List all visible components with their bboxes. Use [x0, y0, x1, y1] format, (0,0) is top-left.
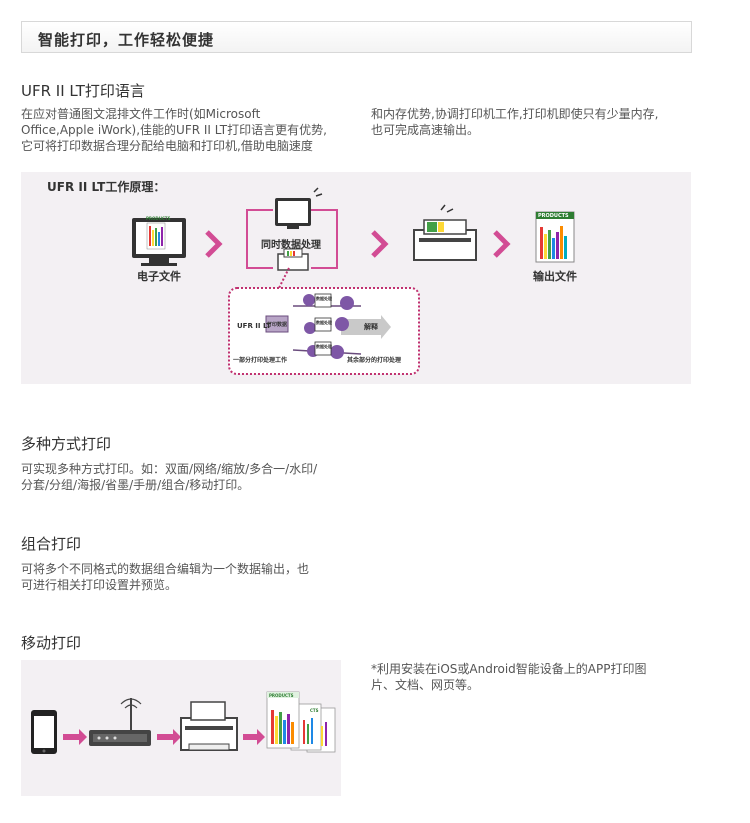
arrow-right-icon — [63, 729, 87, 745]
page-title: 智能打印，工作轻松便捷 — [38, 31, 215, 49]
ufr-line-3: 它可将打印数据合理分配给电脑和打印机,借助电脑速度 — [21, 139, 313, 153]
print-data-label: 打印数据 — [267, 322, 288, 328]
printer-icon — [180, 701, 238, 751]
decode-label: 解释 — [364, 323, 378, 331]
ufr-line-1: 在应对普通图文混排文件工作时(如Microsoft — [21, 107, 261, 121]
combo-line-2: 可进行相关打印设置并预览。 — [21, 578, 178, 592]
chevron-right-icon — [493, 230, 511, 258]
combo-line-1: 可将多个不同格式的数据组合编辑为一个数据输出，也 — [21, 562, 310, 576]
mobile-diagram: PRODUCTS CTS — [21, 660, 341, 796]
printer-icon — [413, 204, 477, 261]
ufr-diagram-graphics — [132, 187, 575, 375]
part-work-label: 一部分打印处理工作 — [233, 357, 288, 364]
computer-monitor-icon — [132, 218, 186, 266]
arrow-right-icon — [243, 729, 265, 745]
mobile-print-note: *利用安装在iOS或Android智能设备上的APP打印图 片、文档、网页等。 — [371, 661, 701, 693]
combo-print-title: 组合打印 — [21, 535, 82, 553]
printed-documents-icon — [266, 691, 336, 753]
smartphone-icon — [31, 710, 57, 754]
processing-label-3: 数据处理 — [316, 344, 332, 349]
chevron-right-icon — [371, 230, 389, 258]
rest-work-label: 其余部分的打印处理 — [347, 357, 402, 364]
mobile-print-title: 移动打印 — [21, 634, 82, 652]
arrow-right-icon — [157, 729, 181, 745]
header-bar — [21, 21, 692, 53]
ufr-line-4: 和内存优势,协调打印机工作,打印机即使只有少量内存, — [371, 107, 659, 121]
products-label-output: PRODUCTS — [538, 213, 569, 219]
wifi-router-icon — [89, 698, 151, 746]
processing-monitor-icon — [275, 187, 323, 229]
ufr-line-5: 也可完成高速输出。 — [371, 123, 480, 137]
output-file-label: 输出文件 — [533, 270, 577, 283]
simultaneous-processing-label: 同时数据处理 — [261, 240, 321, 251]
multi-line-2: 分套/分组/海报/省墨/手册/组合/移动打印。 — [21, 478, 250, 492]
chevron-right-icon — [205, 230, 223, 258]
ufr-diagram: UFR II LT工作原理： 电子文件 同时数据处理 输出文件 PRODUCTS… — [21, 172, 691, 384]
mobile-line-1: *利用安装在iOS或Android智能设备上的APP打印图 — [371, 662, 647, 676]
products-label-small: PRODUCTS — [146, 216, 171, 221]
ufr-description-left: 在应对普通图文混排文件工作时(如Microsoft Office,Apple i… — [21, 106, 361, 154]
small-printer-icon — [277, 248, 309, 271]
mobile-diagram-graphics — [31, 691, 336, 754]
processing-label-2: 数据处理 — [316, 320, 332, 325]
electronic-file-label: 电子文件 — [137, 270, 181, 283]
ufr-description-right: 和内存优势,协调打印机工作,打印机即使只有少量内存, 也可完成高速输出。 — [371, 106, 701, 138]
mobile-line-2: 片、文档、网页等。 — [371, 678, 480, 692]
multi-line-1: 可实现多种方式打印。如：双面/网络/缩放/多合一/水印/ — [21, 462, 318, 476]
multi-print-description: 可实现多种方式打印。如：双面/网络/缩放/多合一/水印/ 分套/分组/海报/省墨… — [21, 461, 361, 493]
output-document-icon — [535, 211, 575, 263]
products-label-mobile: PRODUCTS — [269, 693, 294, 698]
diagram-title: UFR II LT工作原理： — [47, 180, 166, 194]
cts-label-mobile: CTS — [310, 708, 319, 713]
ufr-line-2: Office,Apple iWork),佳能的UFR II LT打印语言更有优势… — [21, 123, 327, 137]
ufr-label: UFR II LT — [237, 322, 272, 330]
processing-label-1: 数据处理 — [316, 296, 332, 301]
multi-print-title: 多种方式打印 — [21, 435, 112, 453]
ufr-section-title: UFR II LT打印语言 — [21, 82, 145, 100]
combo-print-description: 可将多个不同格式的数据组合编辑为一个数据输出，也 可进行相关打印设置并预览。 — [21, 561, 361, 593]
